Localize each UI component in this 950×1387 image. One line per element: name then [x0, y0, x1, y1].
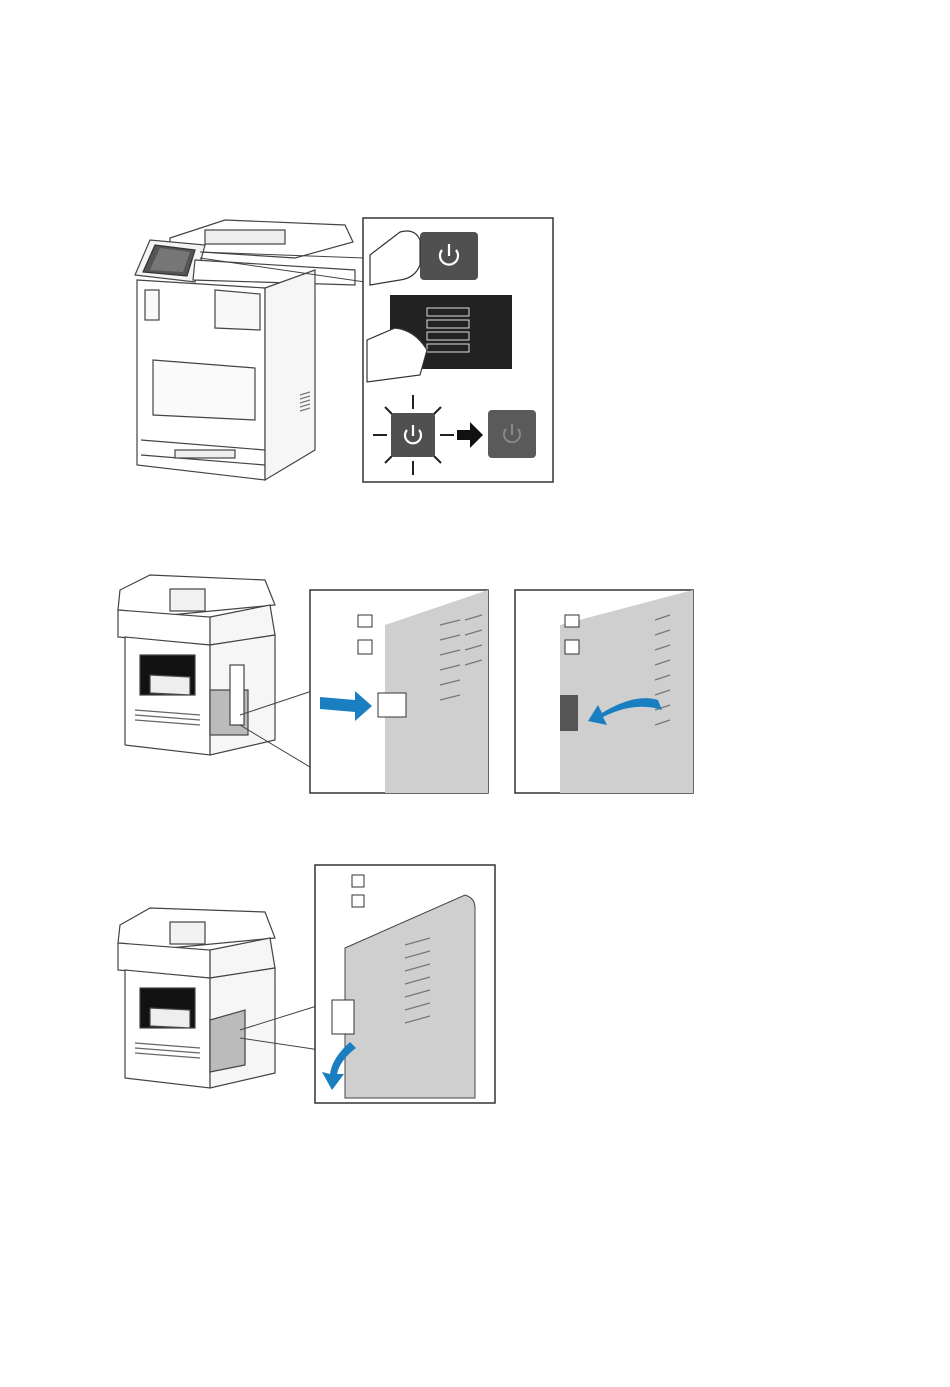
- open-cover-illustration: [110, 860, 510, 1110]
- power-off-illustration: [115, 210, 565, 490]
- latch-pull: [515, 590, 693, 793]
- cover-open: [315, 865, 495, 1103]
- release-latch-illustration: [110, 565, 705, 805]
- power-button-off: [488, 410, 536, 458]
- latch-push: [310, 590, 488, 793]
- figure-release-latch: [110, 565, 705, 805]
- printer-front: [135, 220, 355, 480]
- printer-rear: [118, 908, 275, 1088]
- figure-power-off: [115, 210, 565, 490]
- printer-rear: [118, 575, 275, 755]
- figure-open-cover: [110, 860, 510, 1110]
